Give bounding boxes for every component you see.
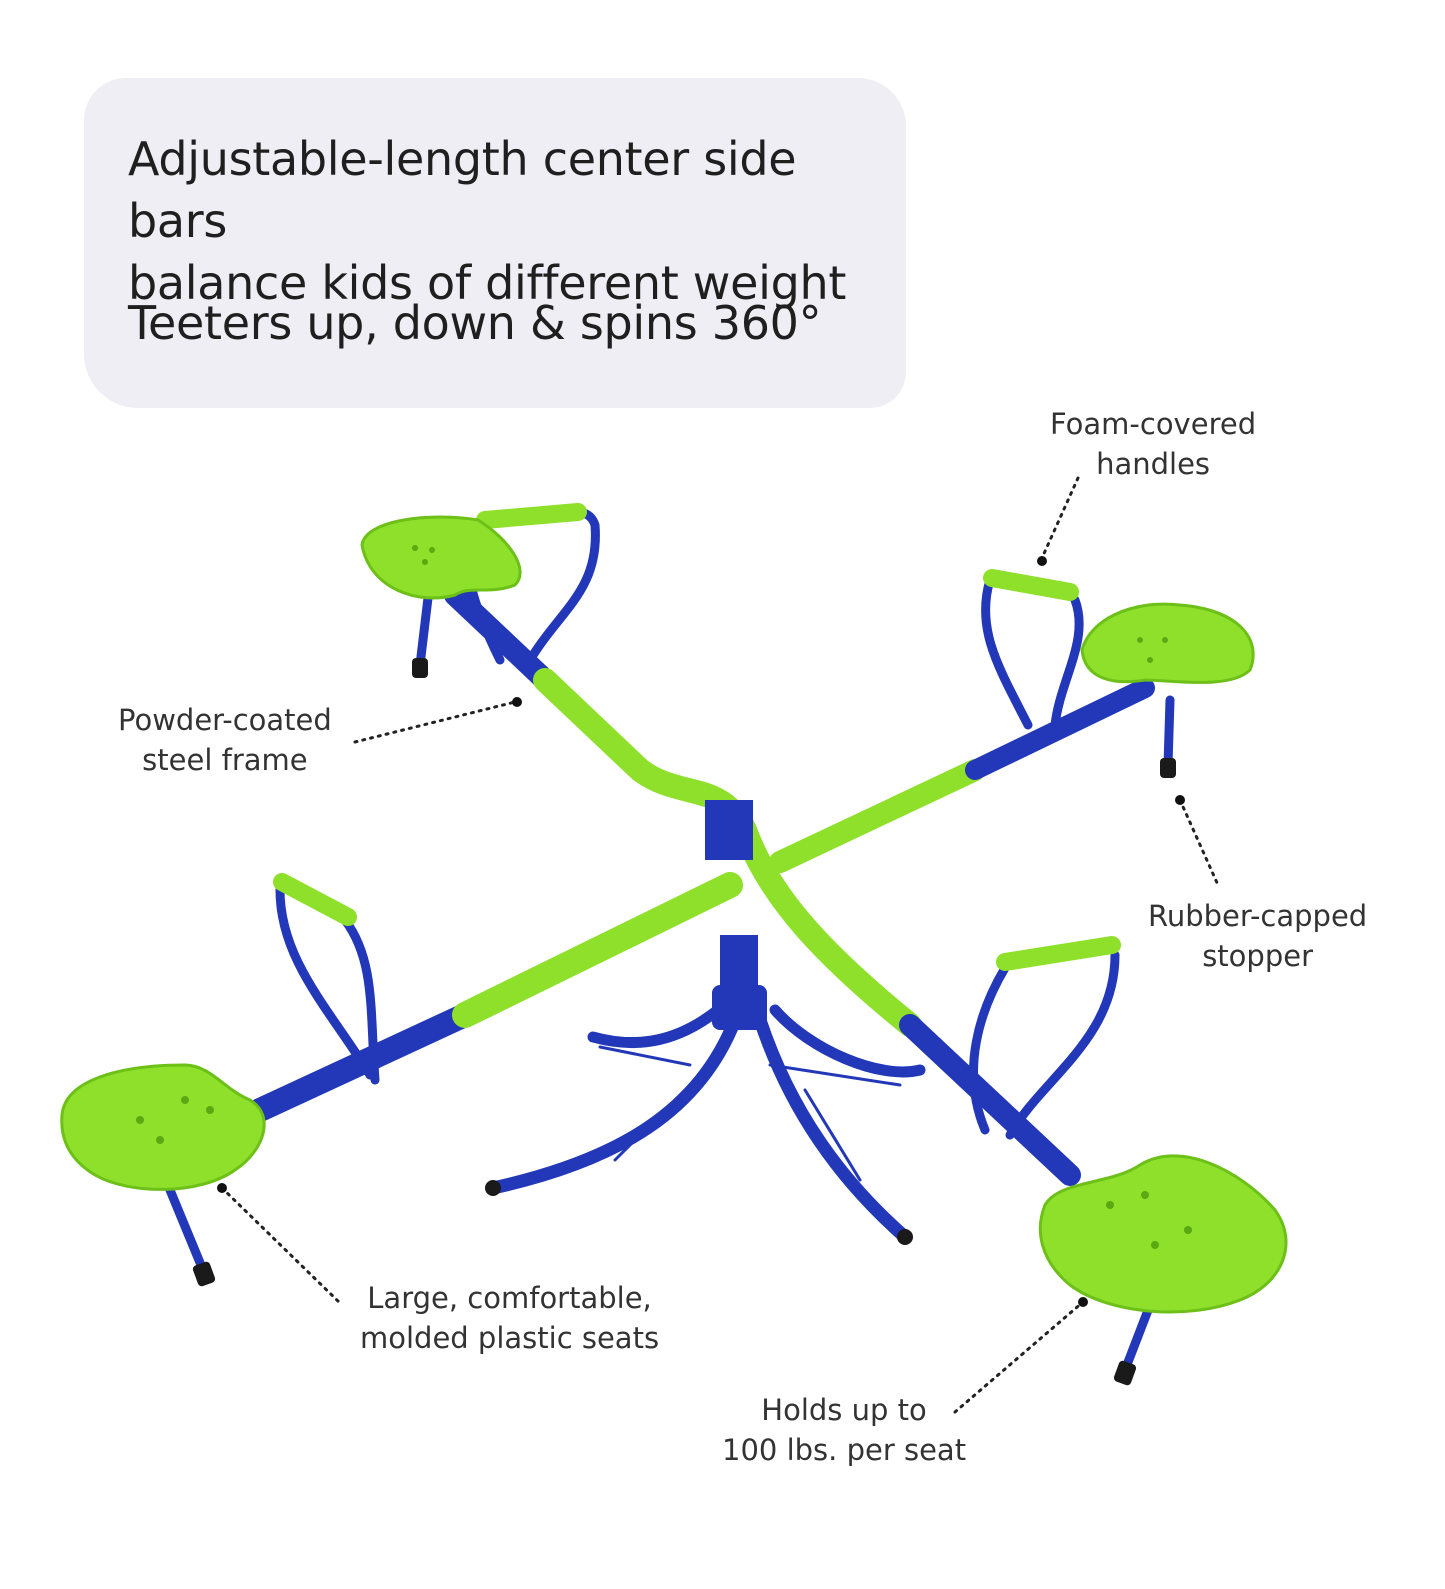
callout-stopper: Rubber-capped stopper	[1148, 896, 1367, 976]
seat-bottom-left	[60, 1063, 266, 1191]
seat-top-left	[360, 515, 522, 600]
seesaw-bar-b	[248, 678, 1155, 1122]
seat-bottom-right	[1038, 1154, 1288, 1314]
callout-seats-line-1: Large, comfortable,	[367, 1281, 652, 1315]
callout-frame-line-2: steel frame	[142, 743, 308, 777]
callout-stopper-line-2: stopper	[1202, 939, 1313, 973]
callout-frame-line-1: Powder-coated	[118, 703, 332, 737]
headline-line-3: Teeters up, down & spins 360°	[128, 296, 822, 350]
seat-legs	[165, 593, 1175, 1375]
callout-handles-line-1: Foam-covered	[1050, 407, 1257, 441]
headline-line-1: Adjustable-length center side bars	[128, 132, 797, 248]
rubber-stoppers	[192, 658, 1176, 1386]
pivot-bracket	[705, 800, 753, 860]
headline-line-2: balance kids of different weight	[128, 256, 847, 310]
callout-capacity: Holds up to 100 lbs. per seat	[722, 1390, 966, 1470]
seats	[60, 515, 1288, 1314]
base-stand	[486, 1004, 926, 1244]
callout-handles-line-2: handles	[1096, 447, 1211, 481]
callout-handles: Foam-covered handles	[1050, 404, 1256, 484]
callout-leader-dots	[217, 556, 1185, 1307]
callout-frame: Powder-coated steel frame	[118, 700, 332, 780]
callout-capacity-line-1: Holds up to	[761, 1393, 927, 1427]
callout-stopper-line-1: Rubber-capped	[1148, 899, 1368, 933]
headline-feature-balance: Adjustable-length center side bars balan…	[128, 128, 906, 314]
callout-leaders	[220, 476, 1220, 1414]
center-post-base	[712, 985, 767, 1030]
headline-box: Adjustable-length center side bars balan…	[84, 78, 906, 408]
seat-top-right	[1080, 602, 1255, 684]
callout-capacity-line-2: 100 lbs. per seat	[722, 1433, 967, 1467]
callout-seats: Large, comfortable, molded plastic seats	[360, 1278, 659, 1358]
callout-seats-line-2: molded plastic seats	[360, 1321, 660, 1355]
seat-holes	[136, 545, 1192, 1249]
headline-feature-spin: Teeters up, down & spins 360°	[128, 292, 822, 354]
foot-caps	[485, 1180, 913, 1245]
